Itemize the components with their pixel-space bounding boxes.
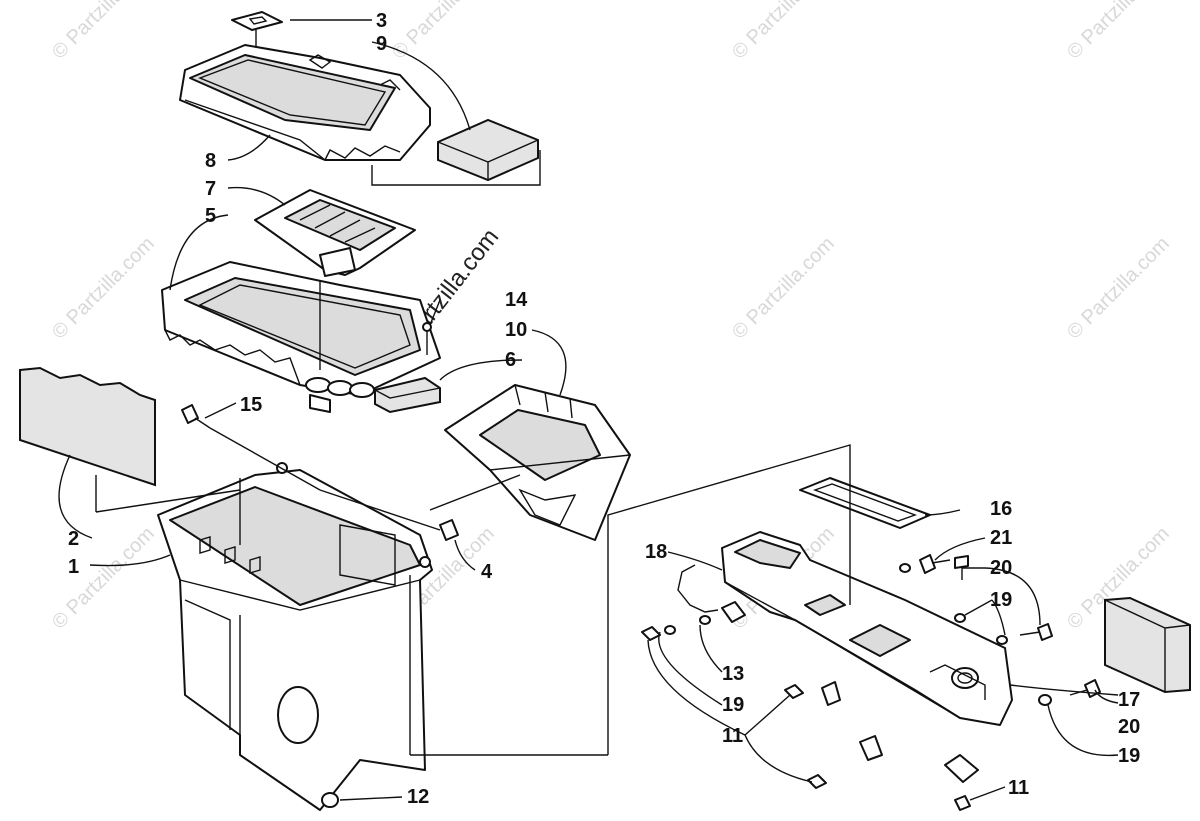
part-11-knob	[944, 754, 979, 783]
callout-7: 7	[205, 178, 216, 200]
part-19-washer	[699, 615, 711, 625]
watermark-text: © Partzilla.com	[388, 0, 499, 64]
leader-lines	[58, 19, 1119, 801]
callout-5: 5	[205, 205, 216, 227]
part-19-washer	[664, 625, 676, 635]
part-4-grommet	[439, 519, 459, 541]
part-12-plug	[321, 792, 339, 808]
part-11-nut	[954, 795, 971, 811]
callout-12: 12	[407, 786, 429, 808]
callout-3: 3	[376, 10, 387, 32]
callout-13: 13	[722, 663, 744, 685]
part-11-nut	[784, 684, 804, 699]
callout-18: 18	[645, 541, 667, 563]
part-7-intake-duct	[254, 189, 416, 277]
watermark-text: © Partzilla.com	[48, 0, 159, 64]
part-14-screw	[422, 322, 432, 355]
callout-10: 10	[505, 319, 527, 341]
watermark-text: © Partzilla.com	[1063, 233, 1174, 344]
part-5-silencer-base	[161, 261, 441, 413]
part-20-bolt	[1037, 623, 1053, 641]
part-18-intake-tube	[721, 531, 1013, 726]
part-10-intake-housing	[444, 384, 631, 541]
callout-11b: 11	[1008, 777, 1029, 799]
callout-6: 6	[505, 349, 516, 371]
part-20-bolt	[954, 555, 969, 569]
part-19-washer	[1038, 694, 1052, 706]
callout-4: 4	[481, 561, 493, 583]
callout-17: 17	[1118, 689, 1140, 711]
hardware	[641, 554, 1101, 811]
part-11-nut	[641, 626, 661, 641]
callout-20a: 20	[990, 557, 1012, 579]
callout-19b: 19	[990, 589, 1012, 611]
callout-11a: 11	[722, 725, 743, 747]
watermark-text: © Partzilla.com	[48, 233, 159, 344]
callout-14: 14	[505, 289, 528, 311]
part-1-lower-housing	[157, 462, 433, 811]
callout-20b: 20	[1118, 716, 1140, 738]
part-11-bracket	[821, 681, 841, 706]
callout-9: 9	[376, 33, 387, 55]
part-11-bracket	[859, 735, 883, 761]
part-19-washer	[996, 635, 1008, 645]
callout-1: 1	[68, 556, 79, 578]
callout-labels: 3 9 8 7 5 14 10 6 15 2 1 4 12 18 13 19 1…	[68, 10, 1140, 808]
part-19-washer	[899, 563, 911, 573]
part-11-nut	[807, 774, 827, 789]
callout-2: 2	[68, 528, 79, 550]
part-19-washer	[954, 613, 966, 623]
callout-16: 16	[990, 498, 1012, 520]
callout-19c: 19	[1118, 745, 1140, 767]
callout-21: 21	[990, 527, 1012, 549]
callout-8: 8	[205, 150, 216, 172]
part-13-rod	[677, 564, 746, 623]
part-6-foam-block	[374, 376, 441, 414]
callout-19a: 19	[722, 694, 744, 716]
part-17-foam-block	[1104, 596, 1191, 694]
part-16-gasket	[799, 477, 931, 529]
watermark-text: © Partzilla.com	[1063, 0, 1174, 64]
part-9-filter-pad	[437, 118, 539, 182]
part-2-side-foam	[19, 366, 156, 487]
part-21-bolt	[919, 554, 936, 574]
callout-15: 15	[240, 394, 262, 416]
part-8-silencer-cover	[179, 44, 431, 161]
watermark-text: © Partzilla.com	[728, 0, 839, 64]
watermark-text: © Partzilla.com	[48, 523, 159, 634]
watermark-text: © Partzilla.com	[728, 233, 839, 344]
part-15-bolt	[181, 404, 211, 429]
